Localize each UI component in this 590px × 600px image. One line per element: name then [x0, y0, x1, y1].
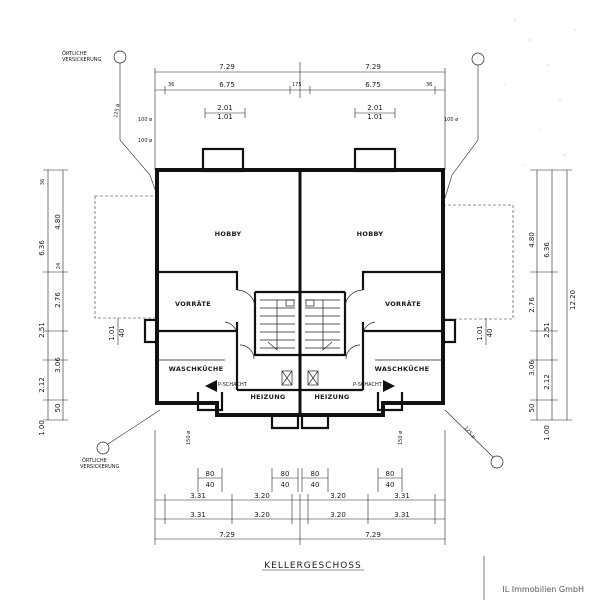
dim-right-4: 2.51	[543, 322, 551, 338]
dim-bottom-overall-right: 7.29	[365, 531, 381, 539]
dim-bottom-overall-left: 7.29	[219, 531, 235, 539]
dim-bottom-r1-4: 3.31	[394, 492, 410, 500]
room-heizung-left: HEIZUNG	[250, 393, 285, 401]
opening-1b: 40	[206, 481, 215, 489]
room-heizung-right: HEIZUNG	[314, 393, 349, 401]
dim-bottom-r2-3: 3.20	[330, 511, 346, 519]
pipe-2: 100 ø	[138, 117, 152, 123]
opening-4a: 80	[386, 470, 395, 478]
dim-left-6: 2.12	[38, 377, 46, 393]
dim-top-small-2: 175	[292, 82, 302, 88]
room-waschkueche-left: WASCHKÜCHE	[169, 364, 224, 373]
credit-text: IL Immobilien GmbH	[502, 585, 584, 594]
right-dimensions	[485, 169, 572, 421]
dim-left-11: 36	[40, 179, 46, 185]
room-hobby-left: HOBBY	[215, 230, 242, 238]
dim-bottom-r2-1: 3.31	[190, 511, 206, 519]
dim-top-inner-left: 6.75	[219, 81, 235, 89]
dim-window-right-2: 1.01	[367, 113, 383, 121]
dim-right-10: 1.01	[476, 325, 484, 341]
dim-left-5: 3.06	[54, 357, 62, 373]
dim-right-2: 6.36	[543, 242, 551, 258]
opening-3a: 80	[311, 470, 320, 478]
staircase-right	[305, 299, 340, 351]
dim-right-6: 2.12	[543, 374, 551, 390]
drain-top-left	[113, 50, 159, 199]
pipe-7: 125 ø	[462, 425, 476, 440]
dim-bottom-r2-4: 3.31	[394, 511, 410, 519]
room-waschkueche-right: WASCHKÜCHE	[375, 364, 430, 373]
dim-bottom-r1-2: 3.20	[254, 492, 270, 500]
dim-top-small-3: 36	[426, 82, 432, 88]
drain-bottom-left	[96, 409, 161, 455]
dim-top-inner-right: 6.75	[365, 81, 381, 89]
dim-right-3: 2.76	[528, 297, 536, 313]
dim-top-overall-right: 7.29	[365, 63, 381, 71]
top-dimensions	[154, 62, 446, 170]
opening-2b: 40	[281, 481, 290, 489]
pipe-1: 125 ø	[113, 103, 121, 118]
drawing-title: KELLERGESCHOSS	[264, 561, 362, 571]
dim-left-9: 1.01	[108, 325, 116, 341]
bottom-opening-dimensions	[197, 468, 403, 492]
dim-right-9: 12.20	[569, 290, 577, 310]
dim-right-5: 3.06	[528, 360, 536, 376]
staircase-left	[260, 299, 295, 351]
pipe-3: 100 ø	[138, 138, 152, 144]
boiler-equipment	[205, 370, 395, 392]
bottom-dimensions	[154, 430, 446, 545]
opening-4b: 40	[386, 481, 395, 489]
room-hobby-right: HOBBY	[357, 230, 384, 238]
dim-bottom-r1-3: 3.20	[330, 492, 346, 500]
dim-left-12: 24	[56, 263, 62, 269]
label-schacht-left: P-SCHACHT	[218, 382, 248, 388]
left-dimensions	[43, 169, 119, 421]
drain-bottom-right	[444, 409, 504, 469]
dim-window-left-1: 2.01	[217, 104, 233, 112]
room-vorraete-left: VORRÄTE	[175, 299, 211, 308]
opening-1a: 80	[206, 470, 215, 478]
dim-left-8: 50	[54, 404, 62, 413]
drain-top-right	[444, 52, 485, 199]
dim-window-right-1: 2.01	[367, 104, 383, 112]
dim-bottom-r1-1: 3.31	[190, 492, 206, 500]
dim-top-small-1: 36	[168, 82, 174, 88]
dim-left-1: 4.80	[54, 214, 62, 230]
dim-left-3: 2.76	[54, 292, 62, 308]
dim-right-7: 1.00	[543, 425, 551, 441]
dim-left-4: 2.51	[38, 322, 46, 338]
dim-right-11: 40	[486, 329, 494, 338]
pipe-6: 150 ø	[398, 431, 404, 445]
opening-2a: 80	[281, 470, 290, 478]
room-vorraete-right: VORRÄTE	[385, 299, 421, 308]
dim-top-overall-left: 7.29	[219, 63, 235, 71]
dim-window-left-2: 1.01	[217, 113, 233, 121]
door-swings	[224, 289, 376, 360]
dim-right-1: 4.80	[528, 232, 536, 248]
opening-3b: 40	[311, 481, 320, 489]
dim-bottom-r2-2: 3.20	[254, 511, 270, 519]
pipe-4: 100 ø	[444, 117, 458, 123]
dim-right-8: 50	[528, 404, 536, 413]
dim-left-7: 1.00	[38, 420, 46, 436]
label-schacht-right: P-SCHACHT	[353, 382, 383, 388]
dim-left-2: 6.36	[38, 240, 46, 256]
dim-left-10: 40	[118, 329, 126, 338]
scan-noise	[504, 19, 576, 166]
pipe-5: 150 ø	[186, 431, 192, 445]
